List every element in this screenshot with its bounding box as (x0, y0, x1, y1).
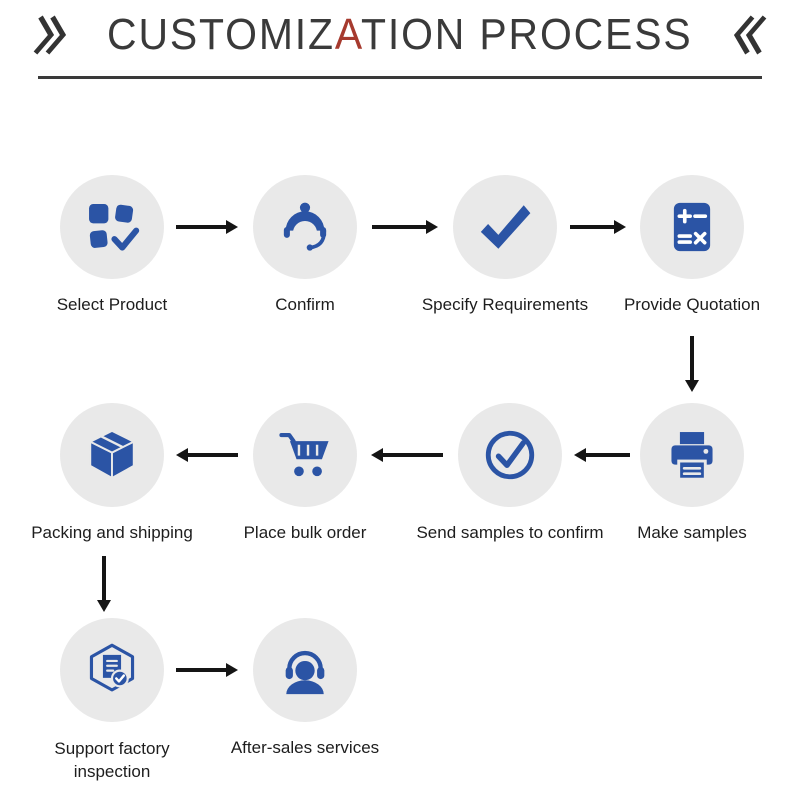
step-select-product: Select Product (57, 175, 167, 314)
step-label: Send samples to confirm (416, 523, 604, 542)
step-circle (60, 403, 164, 507)
title-divider (38, 76, 762, 79)
step-confirm: Confirm (253, 175, 357, 314)
step-circle (60, 175, 164, 279)
arrow-right-1 (176, 219, 238, 235)
step-circle (253, 403, 357, 507)
step-circle (640, 175, 744, 279)
step-circle (640, 403, 744, 507)
arrow-left-2 (371, 447, 443, 463)
title-pre: CUSTOMIZ (107, 10, 336, 59)
headset-person-icon (285, 650, 325, 695)
step-after-sales: After-sales services (231, 618, 379, 757)
step-label: Packing and shipping (31, 523, 193, 542)
step-label: Confirm (275, 295, 335, 314)
step-provide-quotation: Provide Quotation (624, 175, 760, 314)
circle-check-icon (485, 430, 535, 480)
arrow-right-2 (372, 219, 438, 235)
step-label: Place bulk order (243, 523, 367, 542)
shopping-cart-icon (279, 433, 329, 477)
step-label: Make samples (637, 523, 747, 542)
step-circle (458, 403, 562, 507)
arrow-down-2 (96, 556, 112, 612)
arrow-right-4 (176, 662, 238, 678)
step-label: Provide Quotation (623, 295, 761, 314)
arrow-down-1 (684, 336, 700, 392)
title-post: TION PROCESS (361, 10, 693, 59)
factory-inspection-icon (89, 643, 135, 692)
title-accent: A (335, 10, 362, 59)
step-factory-inspection: Support factory inspection (54, 618, 170, 781)
checkmark-icon (480, 205, 531, 249)
double-chevron-right-icon (33, 12, 69, 58)
step-packing-shipping: Packing and shipping (31, 403, 193, 542)
step-label: Specify Requirements (421, 295, 589, 314)
step-label: Select Product (56, 295, 168, 314)
arrow-left-3 (176, 447, 238, 463)
double-chevron-left-icon (731, 12, 767, 58)
support-agent-icon (283, 202, 327, 251)
step-place-bulk-order: Place bulk order (244, 403, 366, 542)
step-specify-requirements: Specify Requirements (422, 175, 588, 314)
calculator-icon (673, 202, 711, 252)
step-label: After-sales services (230, 738, 380, 757)
step-label: Support factory inspection (54, 739, 170, 781)
step-circle (60, 618, 164, 722)
title-text: CUSTOMIZATION PROCESS (107, 10, 692, 60)
step-circle (453, 175, 557, 279)
arrow-left-1 (574, 447, 630, 463)
step-make-samples: Make samples (637, 403, 747, 542)
step-circle (253, 175, 357, 279)
step-circle (253, 618, 357, 722)
printer-icon (671, 432, 713, 481)
step-send-samples: Send samples to confirm (416, 403, 604, 542)
product-grid-check-icon (89, 204, 140, 251)
page-title: CUSTOMIZATION PROCESS (0, 10, 800, 60)
arrow-right-3 (570, 219, 626, 235)
package-box-icon (89, 429, 135, 479)
